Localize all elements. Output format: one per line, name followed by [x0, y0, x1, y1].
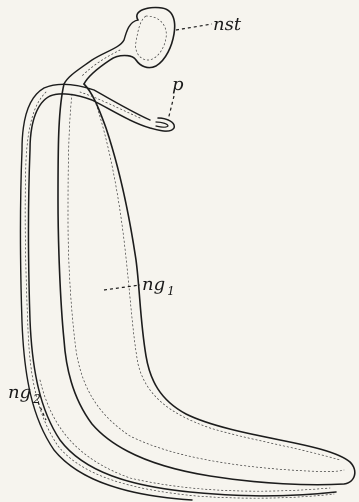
ng2-label-base: ng [8, 382, 31, 403]
ng1-label-sub: 1 [167, 284, 175, 298]
ng2-label-sub: 2 [32, 392, 41, 406]
nst-label: nst [213, 14, 242, 35]
p-leader [168, 96, 174, 120]
nst-leader [176, 24, 212, 30]
ng1-label-base: ng [142, 274, 165, 295]
ng2-tube [21, 84, 337, 500]
p-label: p [172, 74, 184, 95]
ng1-leader [104, 285, 140, 290]
nst-structure [64, 8, 175, 85]
ng1-tube [58, 84, 355, 485]
